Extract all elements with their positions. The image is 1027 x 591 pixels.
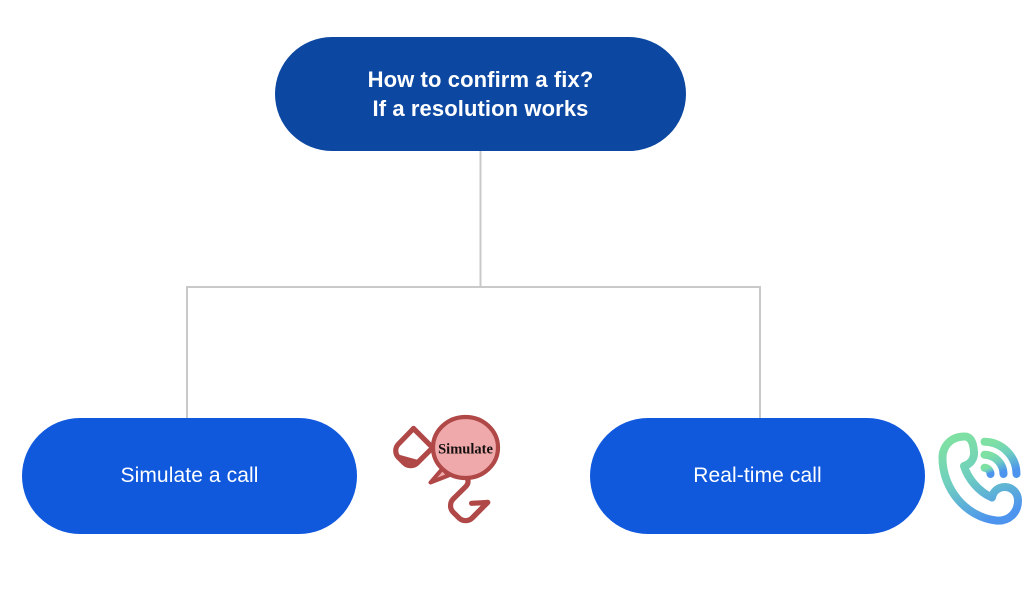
simulate-a-call-label: Simulate a call bbox=[120, 464, 259, 487]
real-time-call-label: Real-time call bbox=[693, 464, 822, 487]
how-to-confirm-a-fix-node[interactable]: How to confirm a fix? If a resolution wo… bbox=[275, 37, 686, 151]
real-time-call-node[interactable]: Real-time call bbox=[590, 418, 925, 534]
speech-bubble-label: Simulate bbox=[438, 442, 493, 458]
simulate-a-call-node[interactable]: Simulate a call bbox=[22, 418, 357, 534]
root-node-label: How to confirm a fix? If a resolution wo… bbox=[350, 65, 612, 123]
real-time-call-icon bbox=[937, 427, 1027, 527]
speech-bubble bbox=[430, 414, 501, 481]
root-node-line-1: How to confirm a fix? bbox=[367, 66, 594, 92]
simulate-call-icon: Simulate bbox=[386, 412, 504, 544]
root-node-line-2: If a resolution works bbox=[372, 96, 589, 121]
